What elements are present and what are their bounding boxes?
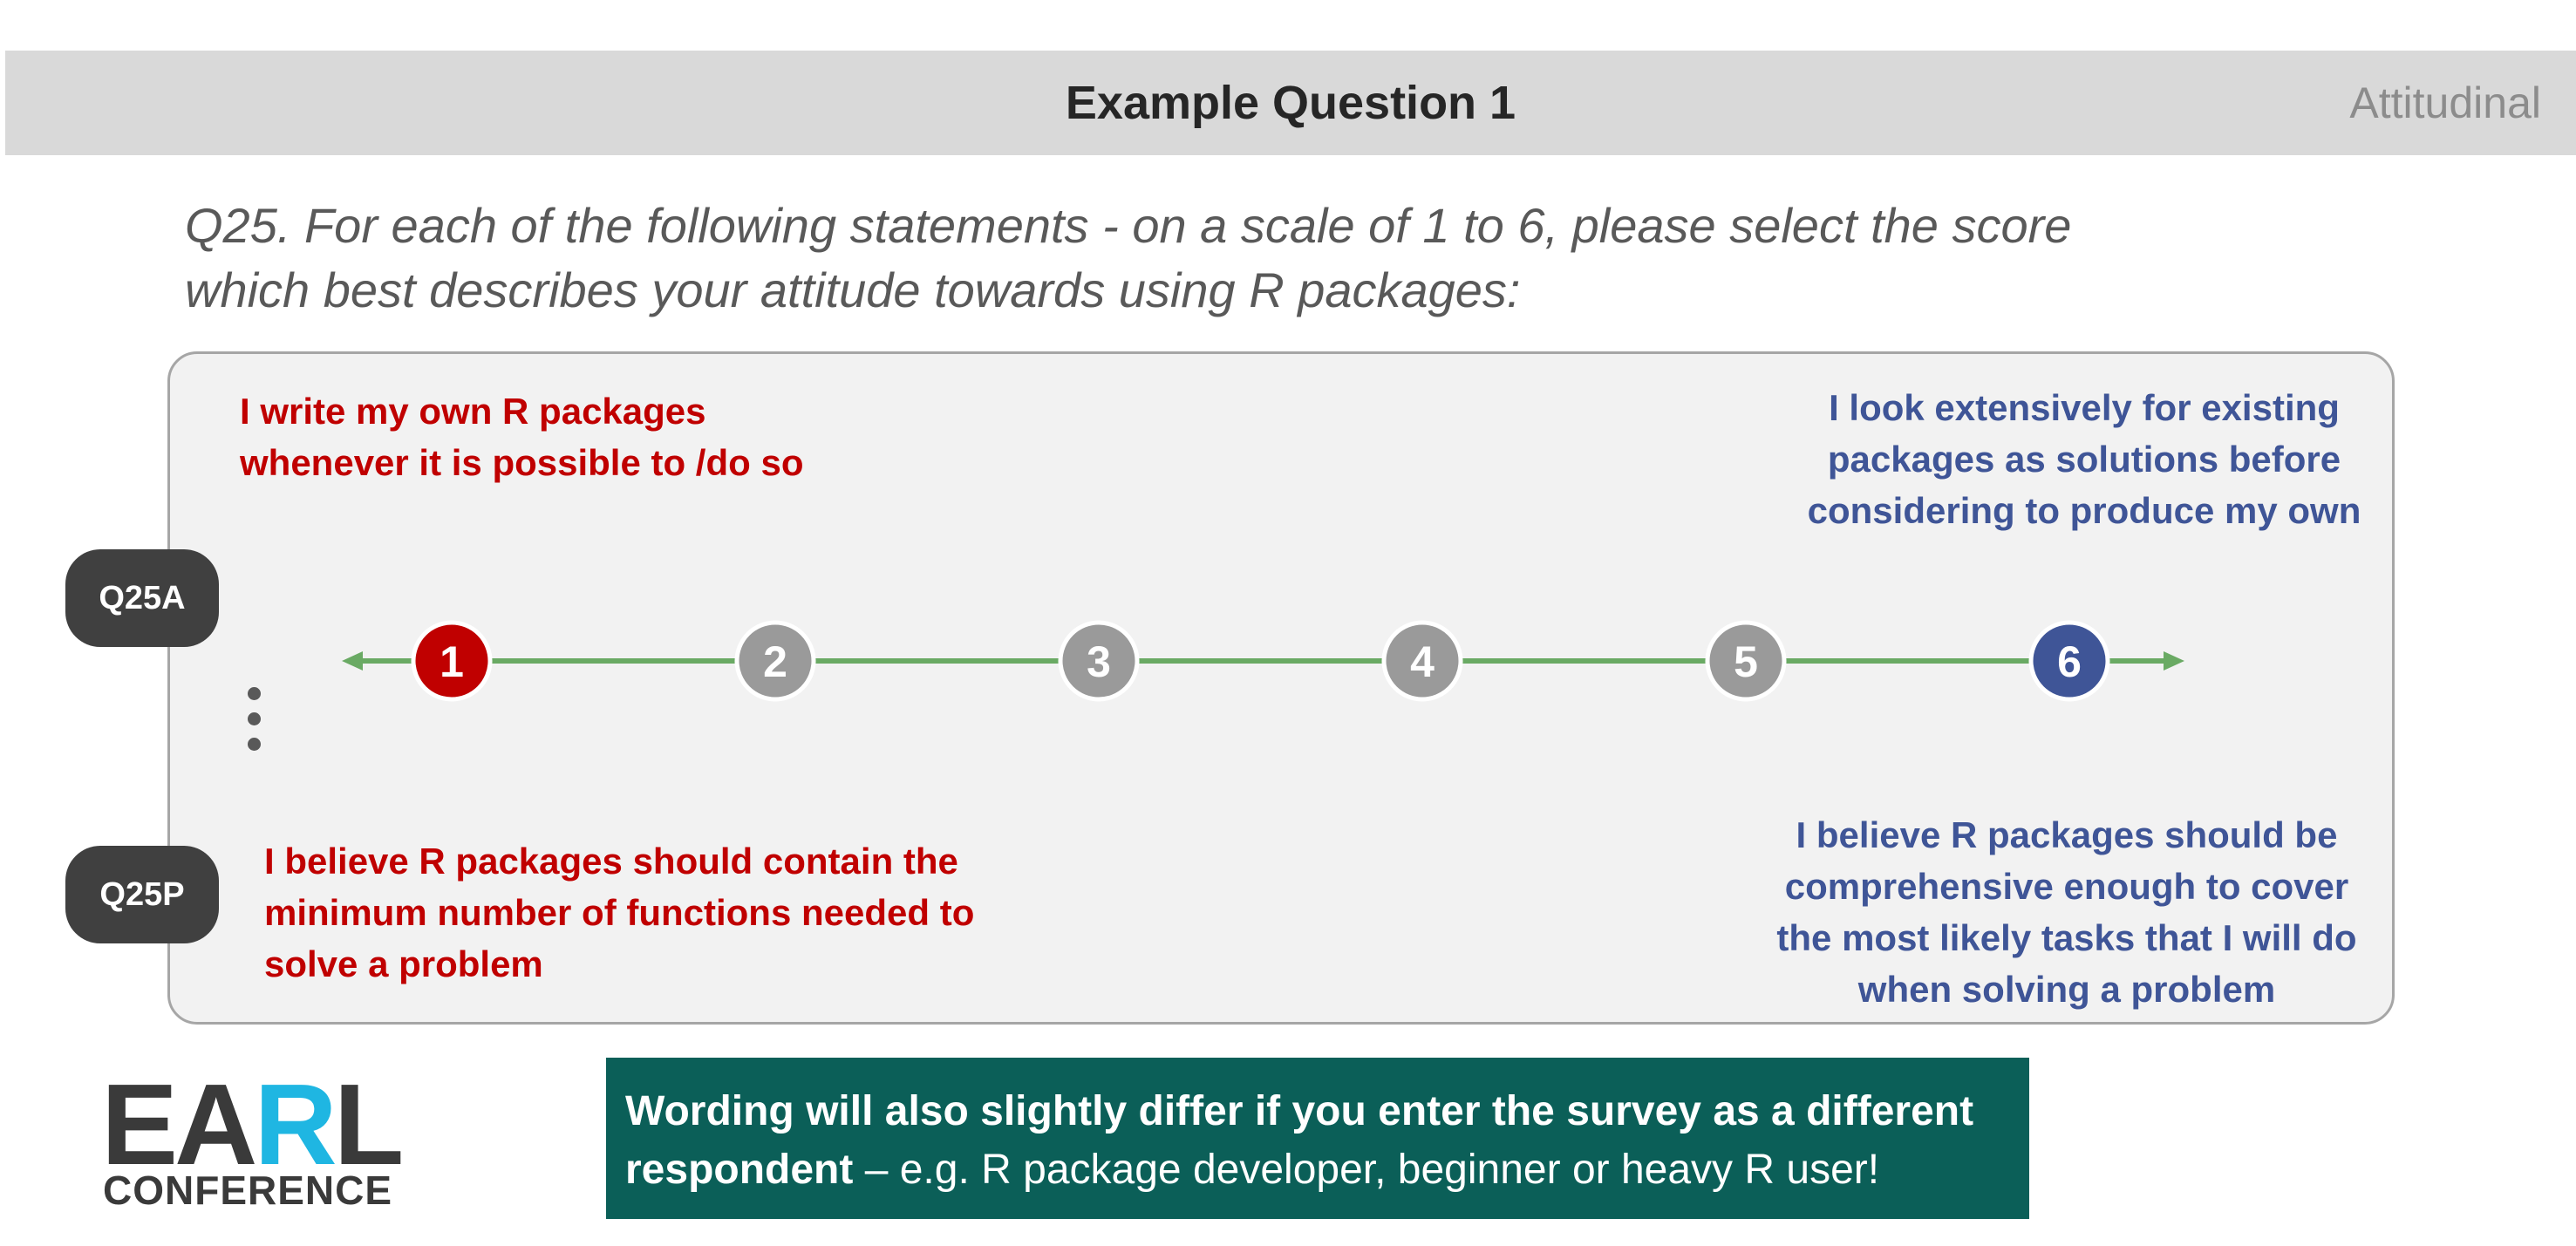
scale-point-circle[interactable] [2028, 620, 2110, 702]
scale-point-label: 1 [440, 637, 464, 686]
scale-point-label: 4 [1410, 637, 1435, 686]
left-arrow-icon [342, 651, 363, 671]
logo-subtitle: CONFERENCE [103, 1168, 393, 1213]
note-rest-text: – e.g. R package developer, beginner or … [853, 1147, 1880, 1193]
right-arrow-icon [2164, 651, 2184, 671]
logo-word: EARL [101, 1060, 404, 1188]
scale-line [342, 651, 2184, 671]
scale-points: 1 2 3 4 5 6 [411, 620, 2110, 702]
scale-point-label: 2 [763, 637, 787, 686]
scale-point-4[interactable]: 4 [1381, 620, 1463, 702]
scale-point-circle[interactable] [1381, 620, 1463, 702]
scale-point-circle[interactable] [411, 620, 493, 702]
scale-point-6[interactable]: 6 [2028, 620, 2110, 702]
section-label: Attitudinal [2349, 78, 2541, 127]
scale-point-2[interactable]: 2 [734, 620, 816, 702]
question-text: Q25. For each of the following statement… [185, 198, 2072, 317]
page-title: Example Question 1 [1065, 77, 1516, 129]
note-box: Wording will also slightly differ if you… [606, 1058, 2029, 1219]
scale-point-label: 6 [2057, 637, 2082, 686]
scale-point-label: 3 [1087, 637, 1111, 686]
scale-point-circle[interactable] [1058, 620, 1140, 702]
scale-point-circle[interactable] [734, 620, 816, 702]
q25a-right-statement: I look extensively for existing packages… [1807, 387, 2361, 531]
question-tag-q25a: Q25A [65, 549, 219, 647]
vertical-ellipsis-icon [248, 687, 262, 751]
title-bar: Example Question 1 Attitudinal [5, 51, 2576, 155]
scale-point-label: 5 [1734, 637, 1758, 686]
question-tag-q25p: Q25P [65, 846, 219, 943]
scale-point-5[interactable]: 5 [1705, 620, 1787, 702]
q25p-left-statement: I believe R packages should contain the … [264, 841, 975, 984]
note-bold-text: Wording will also slightly differ if you… [625, 1088, 1974, 1193]
q25p-right-statement: I believe R packages should be comprehen… [1776, 814, 2357, 1010]
scale-panel [167, 351, 2395, 1025]
scale-point-1[interactable]: 1 [411, 620, 493, 702]
scale-point-3[interactable]: 3 [1058, 620, 1140, 702]
earl-logo: EARL CONFERENCE [101, 1067, 404, 1214]
scale-point-circle[interactable] [1705, 620, 1787, 702]
q25a-left-statement: I write my own R packages whenever it is… [240, 391, 804, 483]
